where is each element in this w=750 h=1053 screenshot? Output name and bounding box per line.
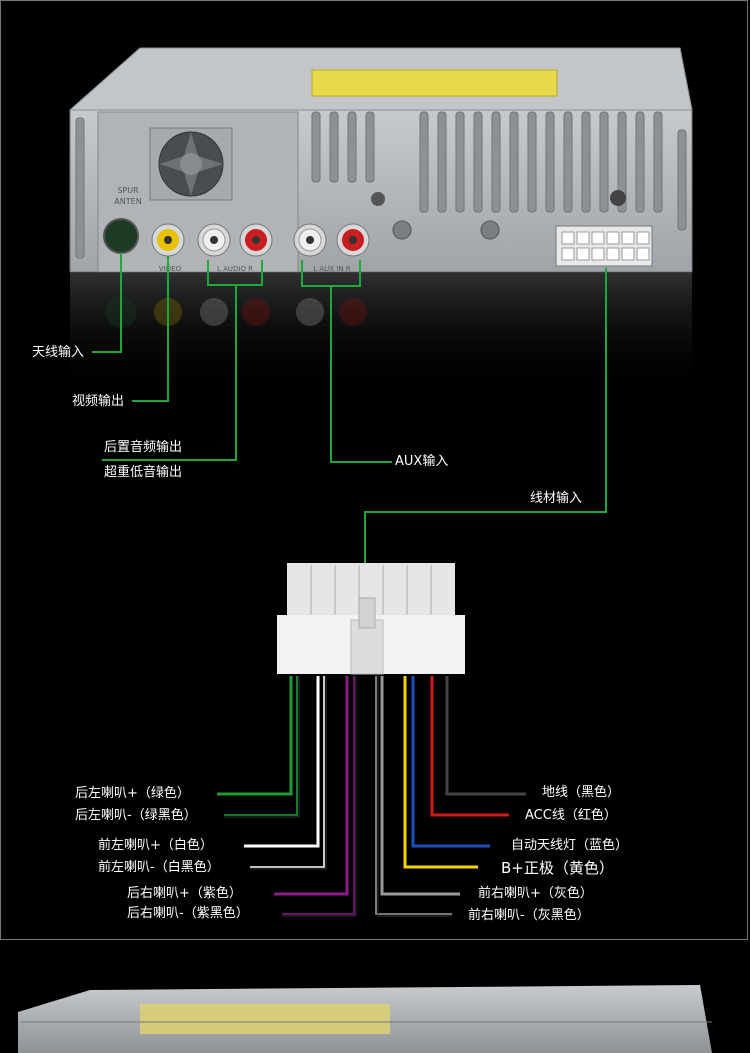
antenna-jack bbox=[103, 218, 139, 254]
wire-label-rear-right-minus: 后右喇叭-（紫黑色） bbox=[127, 906, 249, 921]
wire-left-5 bbox=[282, 676, 355, 915]
rca-aux-left-jack bbox=[293, 223, 327, 257]
wire-label-front-left-plus: 前左喇叭+（白色） bbox=[98, 838, 213, 853]
wire-right-4 bbox=[380, 676, 460, 896]
wire-left-3-stripe bbox=[250, 676, 327, 870]
wire-label-rear-left-minus: 后左喇叭-（绿黑色） bbox=[75, 808, 197, 823]
aux-bracket-right bbox=[331, 260, 361, 287]
wire-left-3 bbox=[250, 676, 325, 868]
wire-right-5-stripe bbox=[377, 676, 452, 917]
wire-label-ground: 地线（黑色） bbox=[542, 785, 621, 800]
screw bbox=[371, 192, 385, 206]
unit-reflection bbox=[70, 273, 692, 393]
wire-left-0 bbox=[217, 676, 293, 796]
callout-lines bbox=[92, 253, 607, 598]
aux-jack-label: L AUX IN R bbox=[313, 265, 351, 273]
rca-rear-left-jack bbox=[197, 223, 231, 257]
wire-label-front-left-minus: 前左喇叭-（白黑色） bbox=[98, 860, 220, 875]
screw bbox=[610, 190, 626, 206]
harness-callout-line bbox=[364, 268, 607, 598]
fan-icon bbox=[149, 127, 233, 201]
antenna-callout-line bbox=[92, 253, 122, 353]
wire-left-1-stripe bbox=[224, 676, 300, 818]
antenna-label: SPUR bbox=[117, 186, 139, 195]
rear-audio-output-label: 后置音频输出 bbox=[104, 440, 183, 455]
wire-label-rear-left-plus: 后左喇叭+（绿色） bbox=[75, 786, 190, 801]
screw bbox=[392, 220, 412, 240]
wire-label-auto-antenna: 自动天线灯（蓝色） bbox=[511, 838, 629, 853]
reflected-jacks bbox=[105, 296, 367, 328]
wire-right-5 bbox=[375, 676, 452, 915]
wire-left-2 bbox=[244, 676, 320, 848]
rca-aux-right-jack bbox=[336, 223, 370, 257]
wire-left-5-stripe bbox=[282, 676, 357, 917]
second-unit-partial bbox=[18, 985, 712, 1053]
unit-harness-socket bbox=[555, 225, 653, 267]
antenna-label: ANTEN bbox=[114, 197, 141, 206]
wire-right-0 bbox=[445, 676, 526, 796]
wire-right-3 bbox=[403, 676, 478, 869]
rear-audio-bracket-right bbox=[236, 260, 263, 286]
video-callout-line bbox=[132, 256, 169, 402]
wire-layer bbox=[217, 676, 526, 917]
wire-label-front-right-minus: 前右喇叭-（灰黑色） bbox=[468, 908, 590, 923]
wire-left-1 bbox=[224, 676, 298, 816]
vent-slots bbox=[75, 111, 687, 259]
wire-label-b-plus: B+正极（黄色） bbox=[501, 859, 614, 877]
wire-label-front-right-plus: 前右喇叭+（灰色） bbox=[478, 886, 593, 901]
wire-right-2 bbox=[411, 676, 490, 848]
wire-right-1 bbox=[430, 676, 509, 817]
wire-label-acc: ACC线（红色） bbox=[525, 808, 617, 823]
rca-video-jack bbox=[151, 223, 185, 257]
aux-input-label: AUX输入 bbox=[395, 454, 449, 469]
antenna-input-label: 天线输入 bbox=[32, 345, 85, 360]
video-output-label: 视频输出 bbox=[72, 394, 125, 409]
rca-rear-right-jack bbox=[239, 223, 273, 257]
head-unit-rear: SPUR ANTEN bbox=[68, 47, 693, 393]
rear-audio-jack-label: L AUDIO R bbox=[217, 265, 253, 273]
wire-label-rear-right-plus: 后右喇叭+（紫色） bbox=[127, 886, 242, 901]
wire-left-4 bbox=[274, 676, 349, 896]
subwoofer-output-label: 超重低音输出 bbox=[104, 465, 183, 480]
harness-input-label: 线材输入 bbox=[530, 491, 583, 506]
harness-plug bbox=[277, 563, 465, 675]
label-plate bbox=[311, 69, 558, 97]
screw bbox=[480, 220, 500, 240]
video-jack-label: VIDEO bbox=[159, 265, 182, 273]
